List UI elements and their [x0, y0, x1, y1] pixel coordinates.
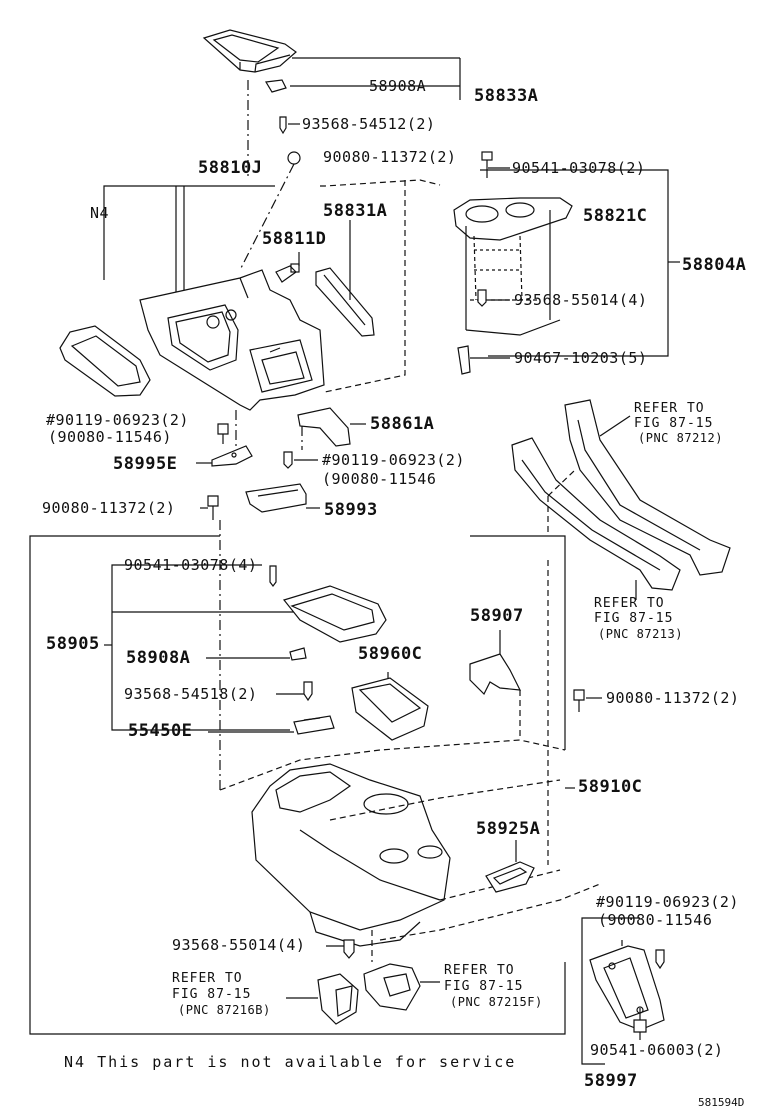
label-90080-11546-left: (90080-11546) [48, 428, 172, 446]
clip-90467-10203 [457, 345, 510, 375]
label-93568-54512: 93568-54512(2) [302, 115, 436, 133]
bracket-58810J [103, 185, 275, 300]
screw-93568-55014-top [477, 289, 510, 307]
part-58821C-cupholder [453, 197, 573, 336]
lower-frame-box [29, 535, 566, 1035]
label-58861A: 58861A [370, 414, 435, 434]
duct-part [511, 399, 731, 591]
clip-58908A-mid [289, 647, 307, 661]
label-N4: N4 [90, 204, 110, 222]
label-58908A-top: 58908A [369, 77, 427, 95]
part-58861A-bracket [297, 407, 351, 447]
part-58833A-lid [202, 29, 297, 73]
label-90080-11546-right: (90080-11546 [598, 911, 713, 929]
label-90541-06003: 90541-06003(2) [590, 1041, 724, 1059]
duct-87216B [317, 973, 359, 1025]
label-58995E: 58995E [113, 454, 178, 474]
label-58905: 58905 [46, 634, 100, 654]
screw-93568-55014-bottom [343, 939, 355, 959]
label-note-N4: N4 This part is not available for servic… [64, 1053, 517, 1071]
duct-87215F [363, 963, 421, 1011]
label-refer-3: REFER TO [172, 971, 243, 986]
part-58907-bracket [469, 653, 522, 696]
label-fig-1: FIG 87-15 [634, 416, 714, 431]
part-55450E [293, 715, 335, 735]
label-fig-3: FIG 87-15 [172, 987, 252, 1002]
bolt-90119-right [655, 949, 665, 970]
screw-93568-54512 [279, 116, 300, 135]
label-figure-id: 581594D [698, 1096, 745, 1109]
label-pnc-4: (PNC 87215F) [450, 995, 543, 1009]
label-90119-right: #90119-06923(2) [596, 893, 739, 911]
part-N4-trim [59, 325, 151, 397]
label-90080-11372-right: 90080-11372(2) [606, 689, 740, 707]
bolt-90080-11372-left [207, 495, 219, 520]
grommet-top [239, 151, 301, 271]
label-58997: 58997 [584, 1071, 638, 1091]
label-58810J: 58810J [198, 158, 263, 178]
label-58960C: 58960C [358, 644, 423, 664]
label-pnc-2: (PNC 87213) [598, 627, 683, 641]
bracket-58905 [104, 564, 300, 731]
part-58993-bracket [245, 483, 307, 513]
label-90119-mid: #90119-06923(2) [322, 451, 465, 469]
part-58810J-console [139, 269, 325, 411]
bolt-90119-left [217, 423, 229, 444]
bolt-90119-mid [283, 451, 293, 469]
label-58908A-mid: 58908A [126, 648, 191, 668]
label-90541-03078-4: 90541-03078(4) [124, 556, 258, 574]
label-58833A: 58833A [474, 86, 539, 106]
label-refer-4: REFER TO [444, 963, 515, 978]
label-58910C: 58910C [578, 777, 643, 797]
screw-93568-54518 [303, 681, 313, 702]
label-fig-2: FIG 87-15 [594, 611, 674, 626]
label-refer-2: REFER TO [594, 596, 665, 611]
part-58910C-console [251, 763, 451, 947]
bolt-90541-06003 [633, 1008, 647, 1033]
screw-90541-03078-4 [269, 565, 277, 587]
label-58804A: 58804A [682, 255, 747, 275]
part-58997-bracket [589, 945, 665, 1031]
bolt-90080-11372-right [573, 689, 585, 712]
label-90080-11546-mid: (90080-11546 [322, 470, 437, 488]
label-58993: 58993 [324, 500, 378, 520]
clip-58908A-top [265, 79, 287, 93]
part-58811D-socket [275, 263, 300, 283]
part-58960C-tray [351, 677, 429, 741]
label-refer-1: REFER TO [634, 401, 705, 416]
label-93568-54518: 93568-54518(2) [124, 685, 258, 703]
screw-90080-11372-top [481, 151, 493, 178]
label-fig-4: FIG 87-15 [444, 979, 524, 994]
part-58925A [485, 861, 535, 893]
label-90119-left: #90119-06923(2) [46, 411, 189, 429]
part-58831A-trim [315, 267, 375, 337]
part-58995E-bracket [211, 445, 253, 467]
part-58905-armrest-lid [282, 585, 387, 643]
label-93568-55014-bottom: 93568-55014(4) [172, 936, 306, 954]
label-93568-55014-top: 93568-55014(4) [514, 291, 648, 309]
label-58907: 58907 [470, 606, 524, 626]
label-90080-11372-left: 90080-11372(2) [42, 499, 176, 517]
label-58811D: 58811D [262, 229, 327, 249]
label-58831A: 58831A [323, 201, 388, 221]
label-90080-11372-top: 90080-11372(2) [323, 148, 457, 166]
dashed-assembly-outline [320, 179, 441, 393]
label-58821C: 58821C [583, 206, 648, 226]
label-90467-10203: 90467-10203(5) [514, 349, 648, 367]
label-55450E: 55450E [128, 721, 193, 741]
label-pnc-1: (PNC 87212) [638, 431, 723, 445]
label-90541-03078-top: 90541-03078(2) [512, 159, 646, 177]
label-58925A: 58925A [476, 819, 541, 839]
bracket-58804A [480, 169, 680, 357]
label-pnc-3: (PNC 87216B) [178, 1003, 271, 1017]
bracket-58997 [581, 917, 640, 1065]
